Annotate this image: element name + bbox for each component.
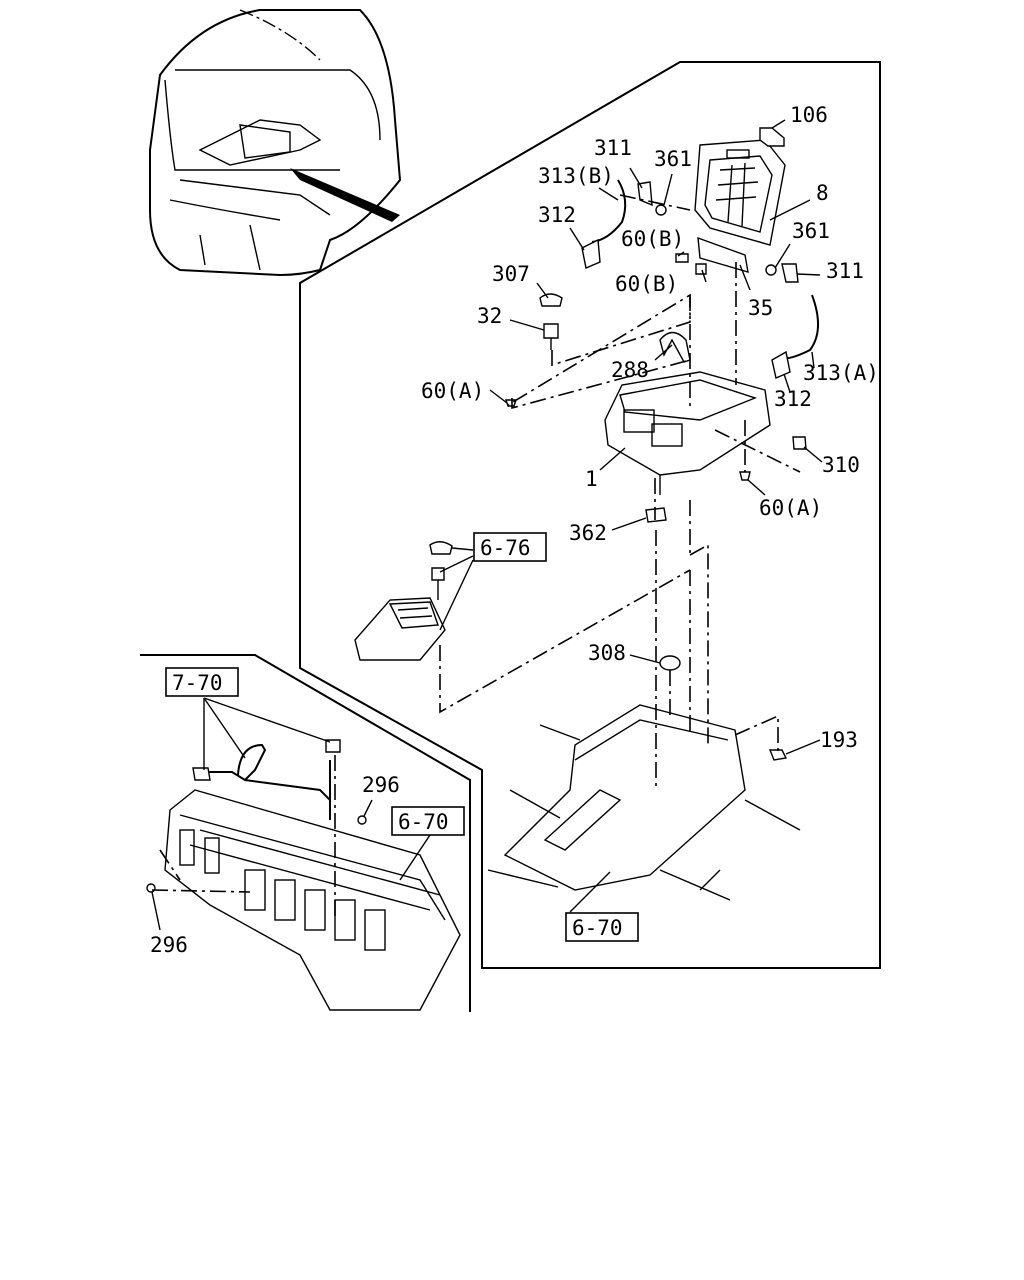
callout-60a-left: 60(A) xyxy=(421,379,484,403)
callout-308: 308 xyxy=(588,641,626,665)
cab-floor-frame-sketch xyxy=(146,739,461,1011)
detail-frame xyxy=(299,61,881,969)
frame-part-8 xyxy=(694,139,786,246)
callout-296-bottom: 296 xyxy=(150,933,188,957)
switch-module-6-76 xyxy=(354,597,446,661)
callout-313a: 313(A) xyxy=(803,361,879,385)
strap-313b xyxy=(591,179,627,243)
callout-60a-bottom: 60(A) xyxy=(759,496,822,520)
callout-362: 362 xyxy=(569,521,607,545)
callout-313b: 313(B) xyxy=(538,164,614,188)
detail-frame-lower-left xyxy=(140,654,471,1012)
callout-8: 8 xyxy=(816,181,829,205)
ref-6-70-left: 6-70 xyxy=(398,810,449,834)
clip-part-106 xyxy=(759,127,785,147)
callout-60b-1: 60(B) xyxy=(621,227,684,251)
ref-box-7-70: 7-70 xyxy=(165,667,239,697)
cab-locator-illustration xyxy=(149,9,402,277)
console-part-1 xyxy=(604,371,771,495)
callout-312-top: 312 xyxy=(538,203,576,227)
floor-console-base xyxy=(487,704,801,901)
callout-310: 310 xyxy=(822,453,860,477)
ref-6-76: 6-76 xyxy=(480,536,531,560)
callout-311-top: 311 xyxy=(594,136,632,160)
hardware-parts xyxy=(429,181,807,761)
callout-60b-2: 60(B) xyxy=(615,272,678,296)
ref-6-70-bottom: 6-70 xyxy=(572,916,623,940)
callout-307: 307 xyxy=(492,262,530,286)
ref-box-6-70-left: 6-70 xyxy=(391,806,465,836)
callout-32: 32 xyxy=(477,304,502,328)
callout-35: 35 xyxy=(748,296,773,320)
leader-lines xyxy=(151,119,823,931)
ref-7-70: 7-70 xyxy=(172,671,223,695)
callout-311-right: 311 xyxy=(826,259,864,283)
callout-193: 193 xyxy=(820,728,858,752)
callout-1: 1 xyxy=(585,467,598,491)
ref-box-6-76: 6-76 xyxy=(473,532,547,562)
callout-361-top: 361 xyxy=(654,147,692,171)
callout-296-top: 296 xyxy=(362,773,400,797)
callout-106: 106 xyxy=(790,103,828,127)
callout-288: 288 xyxy=(611,358,649,382)
ref-box-6-70-bottom: 6-70 xyxy=(565,912,639,942)
callout-361-right: 361 xyxy=(792,219,830,243)
callout-312-right: 312 xyxy=(774,387,812,411)
strap-313a xyxy=(781,294,819,360)
